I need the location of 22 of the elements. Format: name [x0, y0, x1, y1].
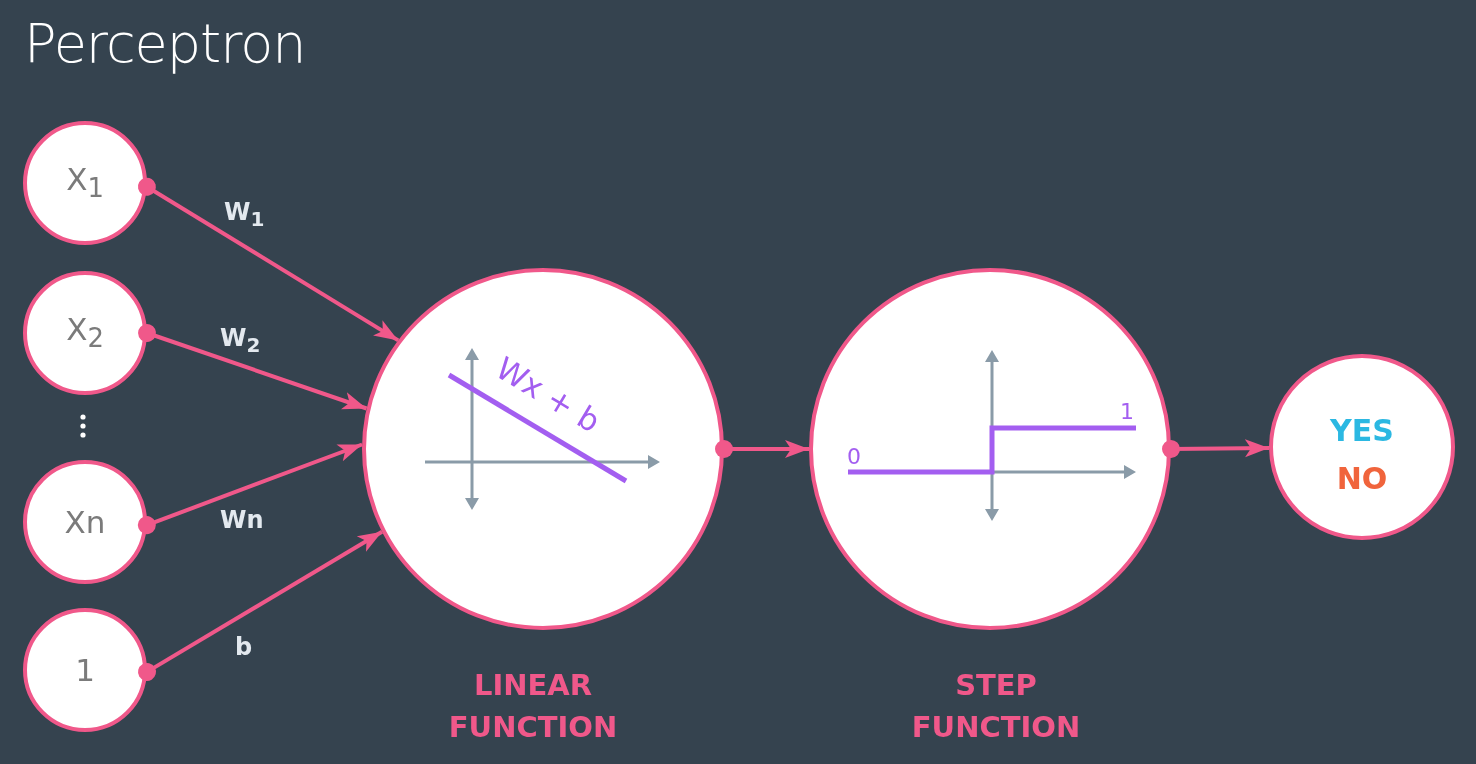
- arrow: [715, 440, 809, 458]
- zero-label: 0: [847, 446, 861, 468]
- one-label: 1: [1120, 401, 1134, 423]
- weight-label: W$_{2}$: [220, 326, 261, 355]
- arrow: [137, 177, 400, 343]
- arrow: [137, 442, 363, 535]
- arrow: [1162, 439, 1270, 458]
- no-label: NO: [1336, 464, 1388, 494]
- arrow: [138, 530, 384, 681]
- weight-label: W$_{1}$: [224, 200, 265, 229]
- weight-label: b: [235, 635, 253, 659]
- input-label: X$_{1}$: [66, 164, 104, 202]
- node-caption: STEP FUNCTION: [910, 667, 1082, 746]
- title: Perceptron: [24, 12, 306, 75]
- arrow: [138, 324, 368, 411]
- input-label: 1: [75, 654, 95, 686]
- input-label: Xn: [64, 506, 106, 538]
- weight-label: Wn: [220, 508, 264, 532]
- node-caption: LINEAR FUNCTION: [447, 667, 619, 746]
- input-label: X$_{2}$: [66, 314, 104, 352]
- yes-label: YES: [1330, 416, 1394, 446]
- equation-label: Wx + b: [491, 352, 605, 438]
